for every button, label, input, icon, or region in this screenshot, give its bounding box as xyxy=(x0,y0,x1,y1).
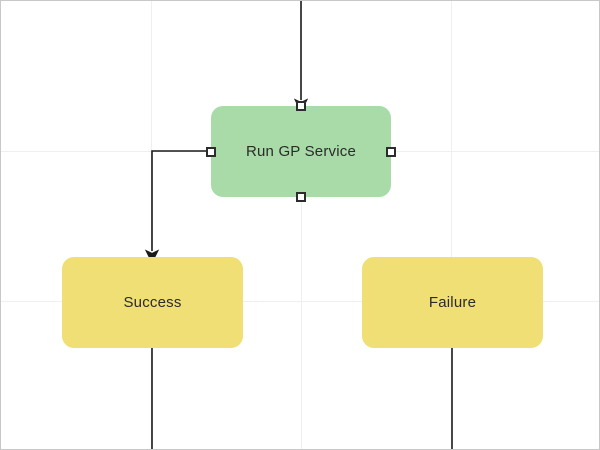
node-label: Run GP Service xyxy=(245,143,357,160)
gridline-vertical xyxy=(451,1,452,449)
node-success[interactable]: Success xyxy=(62,257,243,348)
resize-handle-bottom[interactable] xyxy=(296,192,306,202)
gridline-vertical xyxy=(151,1,152,449)
node-run-gp-service[interactable]: Run GP Service xyxy=(206,101,396,202)
resize-handle-left[interactable] xyxy=(206,146,216,157)
gridline-vertical xyxy=(301,1,302,449)
node-failure[interactable]: Failure xyxy=(362,257,543,348)
resize-handle-right[interactable] xyxy=(386,146,396,157)
node-label: Failure xyxy=(428,294,477,311)
node-label: Success xyxy=(123,294,182,311)
edge-run-gp-service-to-success[interactable] xyxy=(144,150,211,264)
resize-handle-top[interactable] xyxy=(296,101,306,111)
